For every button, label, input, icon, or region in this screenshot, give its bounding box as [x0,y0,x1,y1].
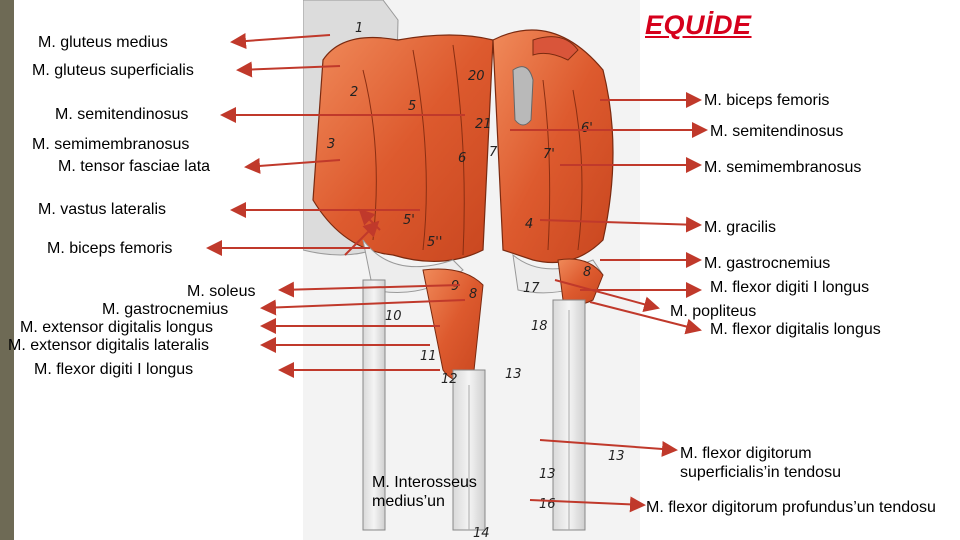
figure-number: 16 [539,497,556,512]
figure-number: 10 [385,309,402,324]
figure-number: 17 [523,281,540,296]
label-extensor-digitalis-lateralis: M. extensor digitalis lateralis [8,337,209,354]
figure-number: 8 [583,265,591,280]
figure-number: 13 [505,367,522,382]
label-vastus-lateralis: M. vastus lateralis [38,201,167,218]
label-soleus: M. soleus [187,283,256,300]
label-biceps-femoris-left: M. biceps femoris [47,240,173,257]
label-flexor-digiti-longus-right: M. flexor digiti I longus [710,279,870,296]
label-flexor-digitorum-profundus-tendon: M. flexor digitorum profundus’un tendosu [646,499,936,516]
figure-number: 3 [327,137,335,152]
slide-title: EQUİDE [645,10,752,40]
figure-number: 5 [408,99,416,114]
figure-number: 7 [489,145,498,160]
label-gastrocnemius-left: M. gastrocnemius [102,301,229,318]
figure-number: 5'' [427,235,442,250]
label-semitendinosus-left: M. semitendinosus [55,106,189,123]
label-gluteus-superficialis: M. gluteus superficialis [32,62,194,79]
figure-number: 4 [525,217,533,232]
label-interosseus-medius: M. Interosseus medius’un [372,474,477,510]
figure-number: 6' [581,121,593,136]
figure-number: 6 [458,151,466,166]
figure-number: 1 [355,21,363,36]
label-tensor-fasciae-lata: M. tensor fasciae lata [58,158,211,175]
figure-number: 2 [350,85,358,100]
label-extensor-digitalis-longus: M. extensor digitalis longus [20,319,213,336]
figure-number: 7' [543,147,555,162]
figure-number: 5' [403,213,415,228]
label-flexor-digitorum-superficialis-tendon: M. flexor digitorum superficialis’in ten… [680,445,841,481]
label-biceps-femoris-right: M. biceps femoris [704,92,830,109]
figure-number: 12 [441,372,458,387]
label-gluteus-medius: M. gluteus medius [38,34,168,51]
label-popliteus: M. popliteus [670,303,757,320]
figure-number: 8 [469,287,477,302]
label-semimembranosus-left: M. semimembranosus [32,136,190,153]
figure-number: 13 [608,449,625,464]
figure-number: 14 [473,526,490,540]
figure-number: 20 [468,69,485,84]
figure-number: 21 [475,117,492,132]
horse-hindlimb-muscle-illustration: 1 20 2 5 21 3 6 7 7' 6' 5' 5'' 4 9 8 8 1… [303,0,640,540]
figure-number: 11 [420,349,437,364]
slide-sidebar-bar [0,0,14,540]
figure-number: 13 [539,467,556,482]
label-flexor-digiti-longus-left: M. flexor digiti I longus [34,361,194,378]
figure-number: 9 [451,279,459,294]
label-semimembranosus-right: M. semimembranosus [704,159,862,176]
label-semitendinosus-right: M. semitendinosus [710,123,844,140]
label-flexor-digitalis-longus: M. flexor digitalis longus [710,321,881,338]
label-gastrocnemius-right: M. gastrocnemius [704,255,831,272]
figure-number: 18 [531,319,548,334]
label-gracilis: M. gracilis [704,219,777,236]
